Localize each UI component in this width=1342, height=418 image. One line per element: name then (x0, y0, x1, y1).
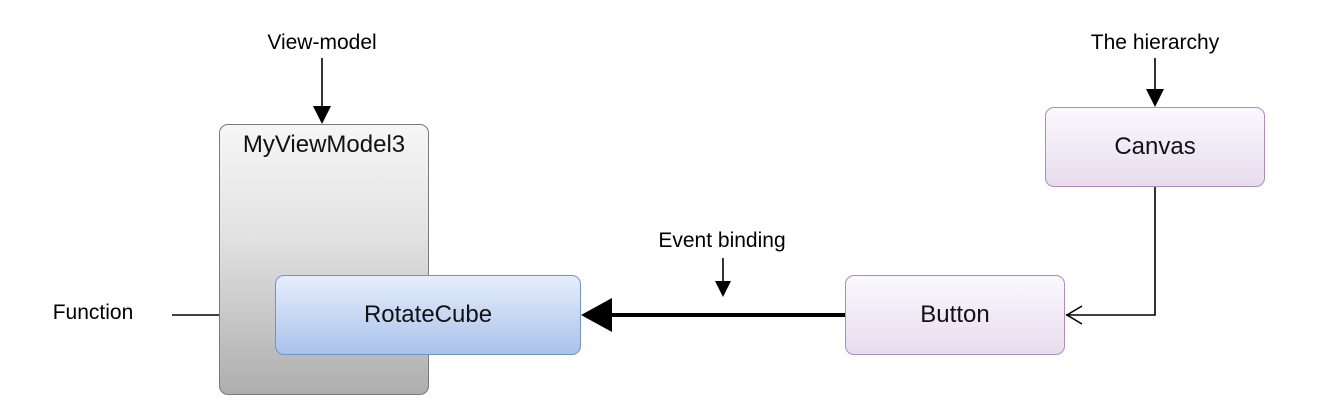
function-label: Function (52, 301, 134, 324)
canvas-node: Canvas (1045, 107, 1265, 187)
hierarchy-pointer-arrowhead (1146, 89, 1164, 107)
rotate-cube-label: RotateCube (363, 301, 493, 328)
rotate-cube-function-node: RotateCube (275, 275, 581, 355)
event-binding-label: Event binding (658, 229, 786, 252)
event-binding-pointer-arrowhead (715, 281, 731, 297)
view-model-pointer-arrowhead (313, 106, 331, 124)
button-label: Button (920, 301, 990, 328)
view-model-label: View-model (267, 31, 377, 54)
canvas-to-button-open-arrowhead (1065, 305, 1083, 325)
hierarchy-label: The hierarchy (1090, 31, 1220, 54)
button-node: Button (845, 275, 1065, 355)
canvas-to-button-connector (1066, 187, 1156, 316)
event-binding-arrowhead (581, 298, 612, 332)
view-model-container-title: MyViewModel3 (242, 131, 406, 158)
canvas-label: Canvas (1114, 133, 1196, 160)
